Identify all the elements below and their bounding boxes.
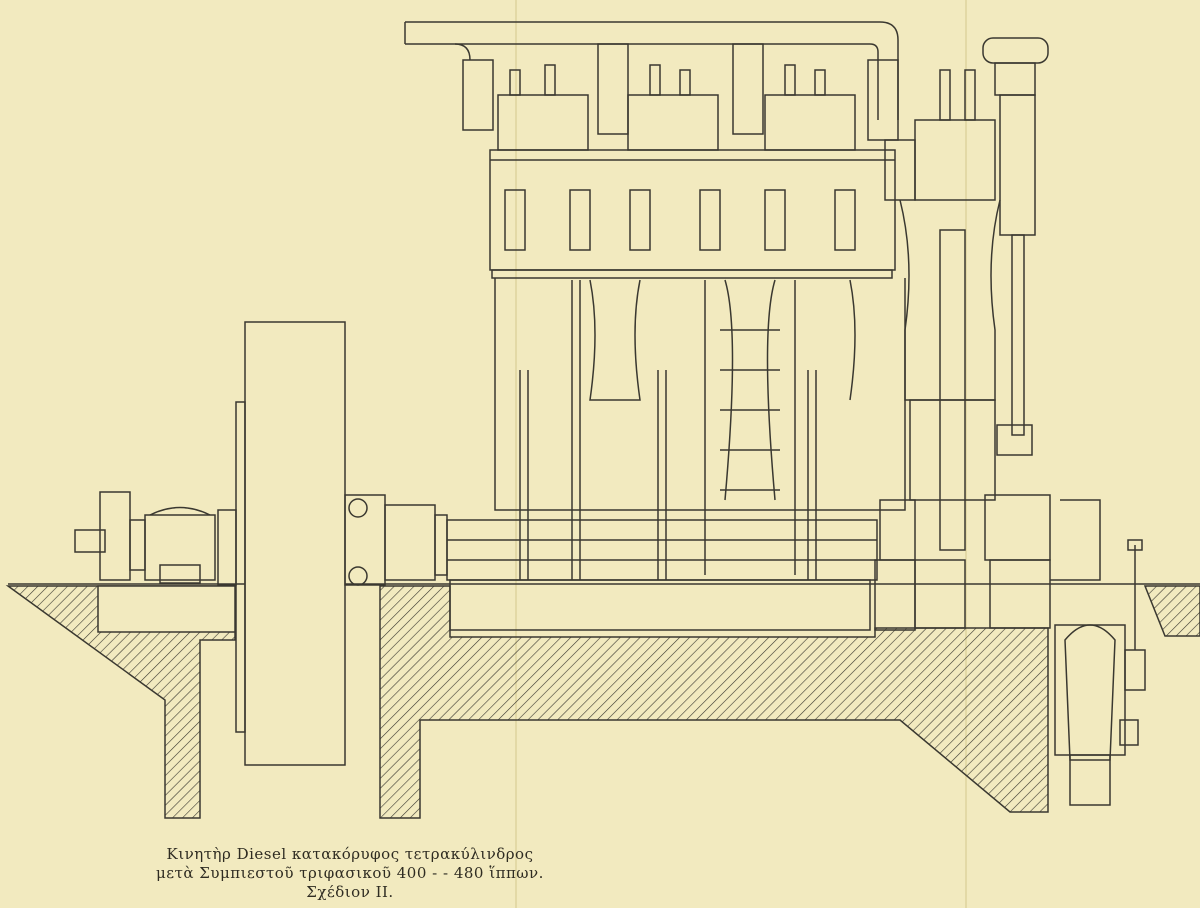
middle-foundation <box>379 585 1049 819</box>
coupling <box>344 494 448 586</box>
engine-block <box>489 64 906 580</box>
caption-line-1: Κινητὴρ Diesel κατακόρυφος τετρακύλινδρο… <box>166 845 534 863</box>
bedplate <box>446 519 878 631</box>
paper-fold <box>965 0 967 908</box>
drawing-caption: Κινητὴρ Diesel κατακόρυφος τετρακύλινδρο… <box>150 845 550 902</box>
flywheel <box>244 321 346 766</box>
left-foundation-plain <box>97 585 236 633</box>
right-foundation <box>1143 585 1200 637</box>
caption-line-2: μετὰ Συμπιεστοῦ τριφασικοῦ 400 - - 480 ἵ… <box>156 864 544 882</box>
exhaust-pipe <box>404 21 899 141</box>
generator <box>74 491 237 586</box>
pump <box>1050 499 1146 806</box>
caption-line-3: Σχέδιον II. <box>306 883 394 901</box>
compressor <box>874 37 1051 631</box>
paper-fold <box>515 0 517 908</box>
